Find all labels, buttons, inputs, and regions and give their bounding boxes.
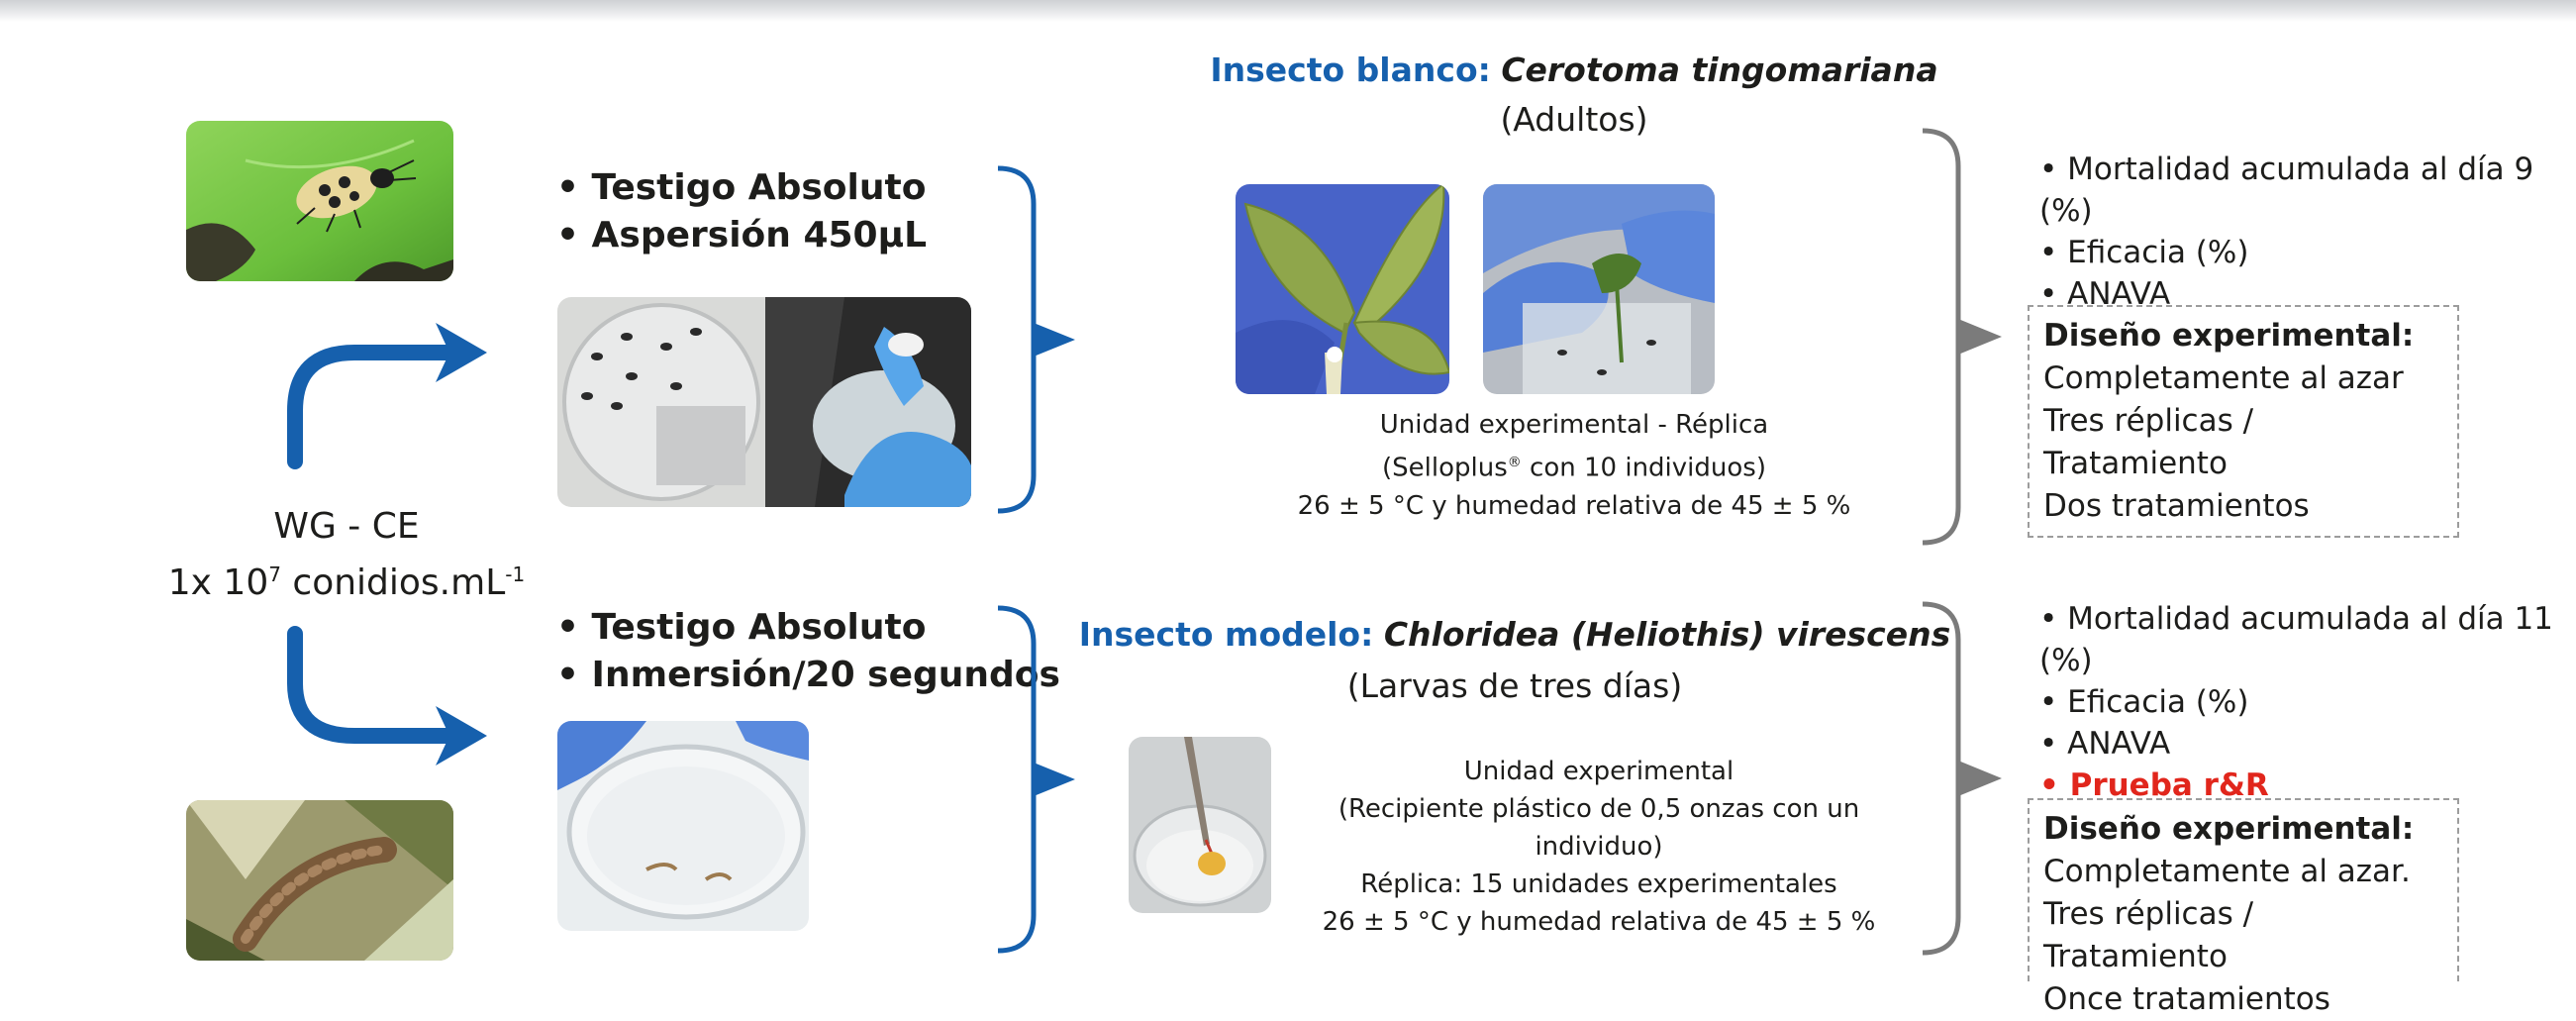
top-shade-band [0,0,2576,22]
concentration-base: 1x 10 [167,562,269,603]
bottom-design-title: Diseño experimental: [2043,811,2415,847]
concentration-unit: conidios.mL [280,562,506,603]
caterpillar-photo [186,800,453,961]
top-target-stage: (Adultos) [1500,100,1648,139]
bottom-target-heading: Insecto modelo: Chloridea (Heliothis) vi… [1020,612,2010,658]
beetle-photo [186,121,453,281]
bottom-variable-item: Mortalidad acumulada al día 11 (%) [2039,598,2576,681]
top-design-line: Tres réplicas / Tratamiento [2043,403,2254,481]
bottom-variable-item: Eficacia (%) [2039,681,2576,723]
bottom-blue-bracket [997,605,1075,954]
top-caption-line: 26 ± 5 °C y humedad relativa de 45 ± 5 % [1297,490,1851,521]
bottom-target-stage: (Larvas de tres días) [1346,666,1683,705]
target-insect-species: Cerotoma tingomariana [1501,51,1938,89]
bottom-treatment-item: Testigo Absoluto [556,604,1060,652]
concentration-unit-exponent: -1 [505,562,526,586]
top-variable-item: Mortalidad acumulada al día 9 (%) [2039,149,2576,232]
model-insect-label: Insecto modelo: [1078,615,1374,654]
petri-dish-photo [557,297,971,507]
arrow-down-branch [287,626,455,744]
bottom-caption-line: (Recipiente plástico de 0,5 onzas con un… [1338,794,1860,862]
concentration-exponent: 7 [268,562,281,586]
top-treatments: Testigo Absoluto Aspersión 450µL [556,164,927,259]
bottom-design-line: Once tratamientos [2043,981,2330,1017]
model-insect-species: Chloridea (Heliothis) virescens [1383,615,1951,654]
bottom-unit-caption: Unidad experimental (Recipiente plástico… [1277,753,1921,941]
handling-photo [1483,184,1715,394]
bottom-caption-line: Unidad experimental [1463,757,1734,786]
immersion-dish-photo [557,721,809,931]
top-caption-text-a: (Selloplus [1382,453,1508,483]
bottom-treatments: Testigo Absoluto Inmersión/20 segundos [556,604,1060,699]
caterpillar-illustration [186,800,453,961]
bottom-treatment-item: Inmersión/20 segundos [556,652,1060,699]
concentration: 1x 107 conidios.mL-1 [129,551,564,607]
bottom-gray-bracket [1922,601,2002,956]
bottom-design-box: Diseño experimental: Completamente al az… [2028,798,2459,1017]
top-design-line: Dos tratamientos [2043,488,2310,524]
top-design-line: Completamente al azar [2043,360,2404,396]
target-insect-label: Insecto blanco: [1210,51,1491,89]
top-caption-line: Unidad experimental - Réplica [1379,410,1769,440]
bottom-design-line: Tres réplicas / Tratamiento [2043,896,2254,974]
top-unit-caption: Unidad experimental - Réplica (Selloplus… [1079,406,2069,525]
beetle-illustration [186,121,453,281]
bottom-design-line: Completamente al azar. [2043,854,2411,889]
arrow-up-branch [287,345,455,469]
top-treatment-item: Testigo Absoluto [556,164,927,212]
bottom-variable-highlight: Prueba r&R [2039,765,2576,806]
formulation-type: WG - CE [273,506,420,547]
top-design-title: Diseño experimental: [2043,318,2415,354]
leaf-sample-photo [1236,184,1449,394]
leaf-sample-illustration [1236,184,1449,394]
top-blue-bracket [997,165,1075,514]
formulation-label: WG - CE 1x 107 conidios.mL-1 [129,503,564,607]
bottom-caption-line: 26 ± 5 °C y humedad relativa de 45 ± 5 % [1322,907,1876,937]
arrow-down-head [436,706,487,766]
branch-arrows [287,323,487,766]
top-variable-item: Eficacia (%) [2039,232,2576,273]
top-gray-bracket [1922,128,2002,546]
top-design-box: Diseño experimental: Completamente al az… [2028,305,2459,538]
top-treatment-item: Aspersión 450µL [556,212,927,259]
arrow-up-head [436,323,487,382]
top-caption-line: (Selloplus® con 10 individuos) [1079,444,2069,487]
immersion-dish-illustration [557,721,809,931]
registered-mark: ® [1507,455,1522,470]
bottom-variables: Mortalidad acumulada al día 11 (%) Efica… [2039,598,2576,806]
top-caption-text-b: con 10 individuos) [1521,453,1766,483]
top-variables: Mortalidad acumulada al día 9 (%) Eficac… [2039,149,2576,315]
bottom-caption-line: Réplica: 15 unidades experimentales [1360,869,1837,899]
bottom-variable-item: ANAVA [2039,723,2576,765]
larva-cup-illustration [1129,737,1271,913]
larva-cup-photo [1129,737,1271,913]
top-target-heading: Insecto blanco: Cerotoma tingomariana [1079,48,2069,93]
handling-illustration [1483,184,1715,394]
petri-dish-illustration [557,297,971,507]
